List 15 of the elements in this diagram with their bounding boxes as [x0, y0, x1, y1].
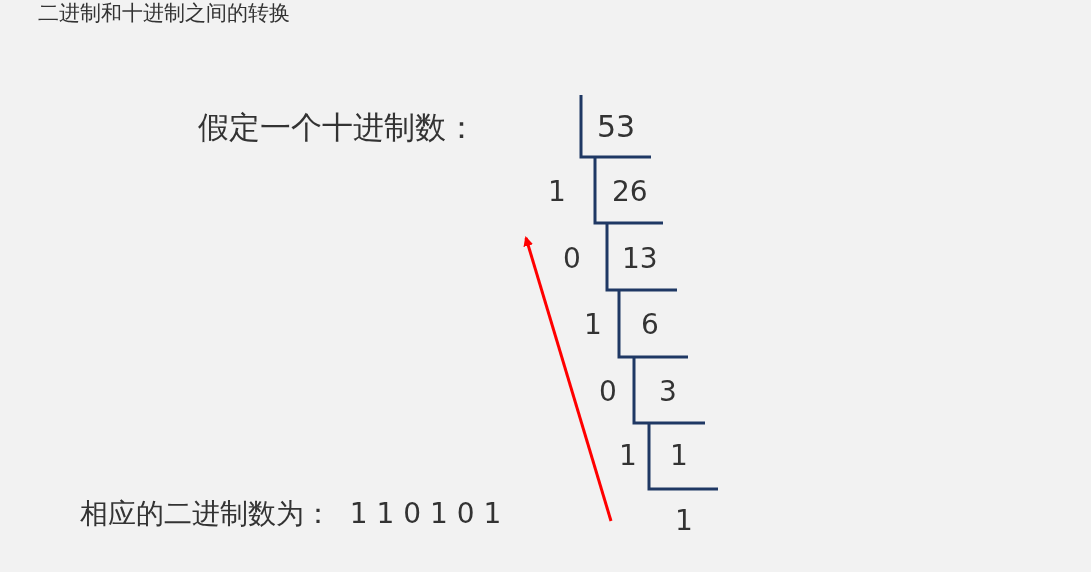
remainder-digit: 1: [584, 311, 602, 339]
quotient-number: 13: [622, 245, 658, 273]
quotient-number: 1: [670, 442, 688, 470]
dividend-number: 53: [597, 112, 636, 142]
remainder-digit: 0: [563, 245, 581, 273]
quotient-number: 26: [612, 178, 648, 206]
quotient-number: 3: [659, 378, 677, 406]
remainder-digit: 1: [675, 507, 693, 535]
page-title: 二进制和十进制之间的转换: [38, 3, 290, 24]
quotient-number: 6: [641, 311, 659, 339]
remainder-digit: 1: [619, 442, 637, 470]
result-text: 相应的二进制数为： 1 1 0 1 0 1: [80, 500, 502, 528]
prompt-text: 假定一个十进制数：: [198, 112, 477, 143]
remainder-digit: 0: [599, 378, 617, 406]
remainder-digit: 1: [548, 178, 566, 206]
